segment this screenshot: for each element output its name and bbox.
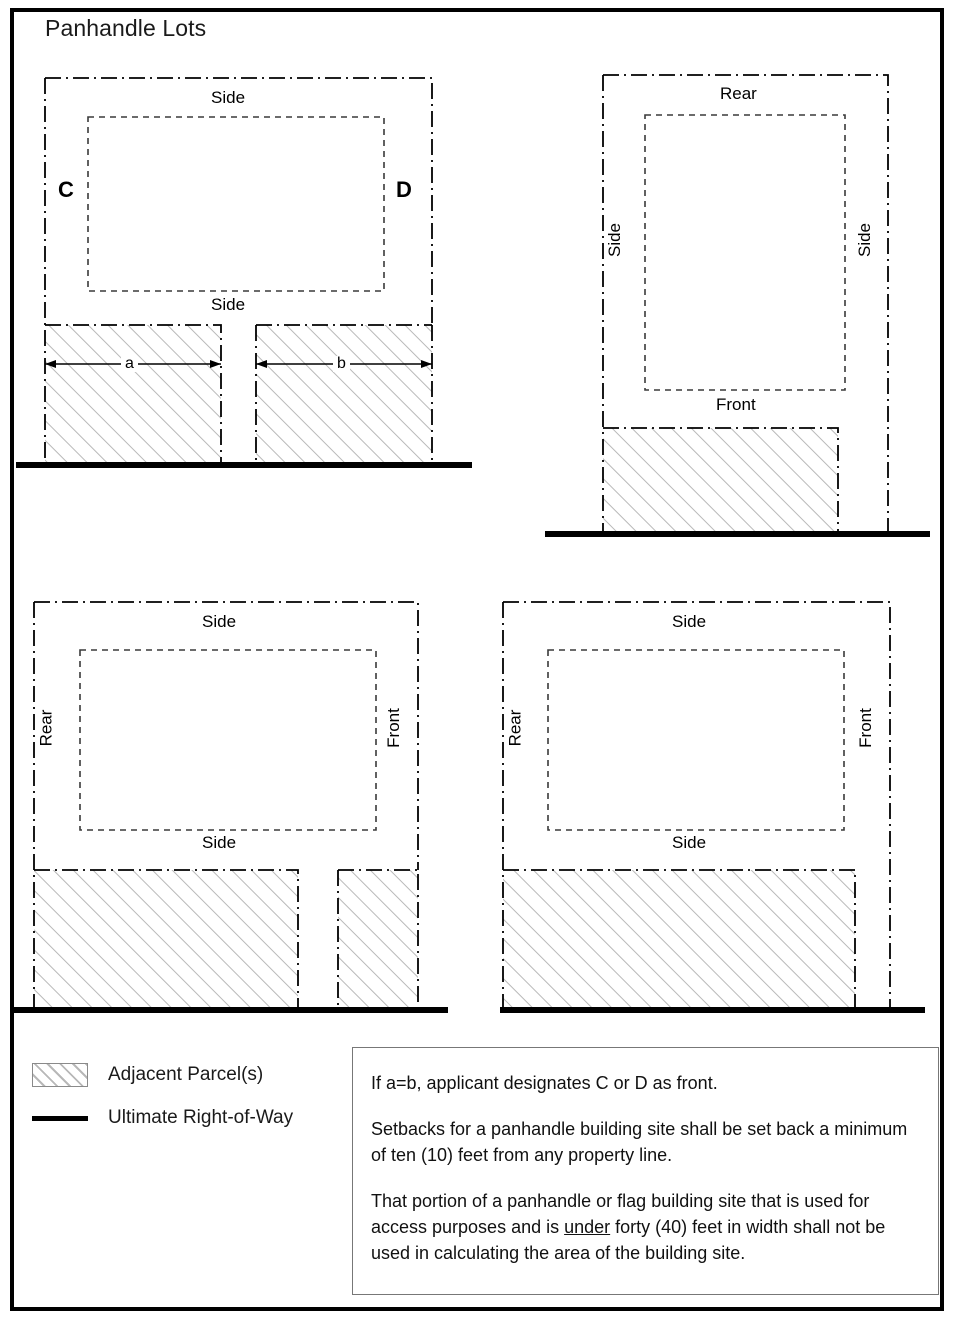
diagram-top-left: Side Side C D a b xyxy=(0,0,500,500)
label-side-bottom: Side xyxy=(202,833,237,852)
label-frontage-c: C xyxy=(58,177,74,202)
label-side-top: Side xyxy=(211,88,246,107)
legend-item-right-of-way: Ultimate Right-of-Way xyxy=(32,1107,293,1129)
label-rear-left: Rear xyxy=(36,709,56,747)
legend-label-adjacent-parcel: Adjacent Parcel(s) xyxy=(108,1064,264,1085)
adjacent-parcel-right xyxy=(338,870,418,1010)
adjacent-parcel-a xyxy=(45,325,221,465)
adjacent-parcel-left xyxy=(34,870,298,1010)
page-title: Panhandle Lots xyxy=(45,15,207,41)
diagram-top-right: Rear Side Side Front xyxy=(500,0,958,560)
lot-line-outer xyxy=(44,77,433,465)
notes-box: If a=b, applicant designates C or D as f… xyxy=(352,1047,939,1295)
note-paragraph-2: Setbacks for a panhandle building site s… xyxy=(371,1119,908,1165)
label-side-bottom: Side xyxy=(672,833,707,852)
diagram-top-left-svg xyxy=(16,77,472,468)
note-paragraph-3: That portion of a panhandle or flag buil… xyxy=(371,1188,918,1266)
label-frontage-d: D xyxy=(396,177,412,202)
label-side-right: Side xyxy=(855,222,875,258)
legend: Adjacent Parcel(s) Ultimate Right-of-Way xyxy=(0,0,340,1128)
label-rear-left: Rear xyxy=(505,709,525,747)
setback-line xyxy=(644,114,846,391)
note-paragraph-1: If a=b, applicant designates C or D as f… xyxy=(371,1073,718,1093)
lot-line-outer xyxy=(33,601,419,1010)
setback-line xyxy=(547,649,845,831)
lot-line-panhandle xyxy=(503,869,856,1010)
solid-rule-icon xyxy=(32,1115,88,1121)
lot-line-panhandle xyxy=(34,869,419,1010)
note-paragraph-3-part-1: That portion of a panhandle or flag buil… xyxy=(371,1191,870,1237)
label-front-right: Front xyxy=(855,708,875,748)
adjacent-parcel xyxy=(503,870,855,1010)
diagram-bottom-right: Side Side Rear Front xyxy=(480,560,958,1030)
label-rear-top: Rear xyxy=(720,84,757,103)
diagram-bottom-left-svg xyxy=(14,601,448,1013)
label-side-bottom: Side xyxy=(211,295,246,314)
diagram-bottom-right-svg xyxy=(500,601,925,1013)
label-front-bottom: Front xyxy=(716,395,756,414)
label-side-top: Side xyxy=(672,612,707,631)
lot-line-outer xyxy=(502,601,891,1010)
label-side-top: Side xyxy=(202,612,237,631)
lot-line-panhandle xyxy=(603,427,839,534)
label-side-left: Side xyxy=(605,222,625,258)
diagram-top-right-svg xyxy=(545,74,930,537)
note-paragraph-3-part-2: forty (40) feet in width shall not be us… xyxy=(371,1217,886,1263)
setback-line xyxy=(87,116,385,292)
legend-label-right-of-way: Ultimate Right-of-Way xyxy=(108,1107,294,1128)
diagram-bottom-left: Side Side Rear Front xyxy=(0,560,500,1030)
lot-line-outer xyxy=(602,74,889,534)
adjacent-parcel xyxy=(603,428,838,534)
adjacent-parcel-b xyxy=(256,325,432,465)
label-front-right: Front xyxy=(383,708,403,748)
legend-item-adjacent-parcel: Adjacent Parcel(s) xyxy=(32,1063,263,1087)
dimension-label-a: a xyxy=(121,356,138,372)
dimension-label-b: b xyxy=(333,356,350,372)
lot-line-panhandle xyxy=(45,324,432,465)
hatched-swatch-icon xyxy=(32,1063,88,1087)
note-paragraph-3-underlined: under xyxy=(564,1217,611,1237)
setback-line xyxy=(79,649,377,831)
